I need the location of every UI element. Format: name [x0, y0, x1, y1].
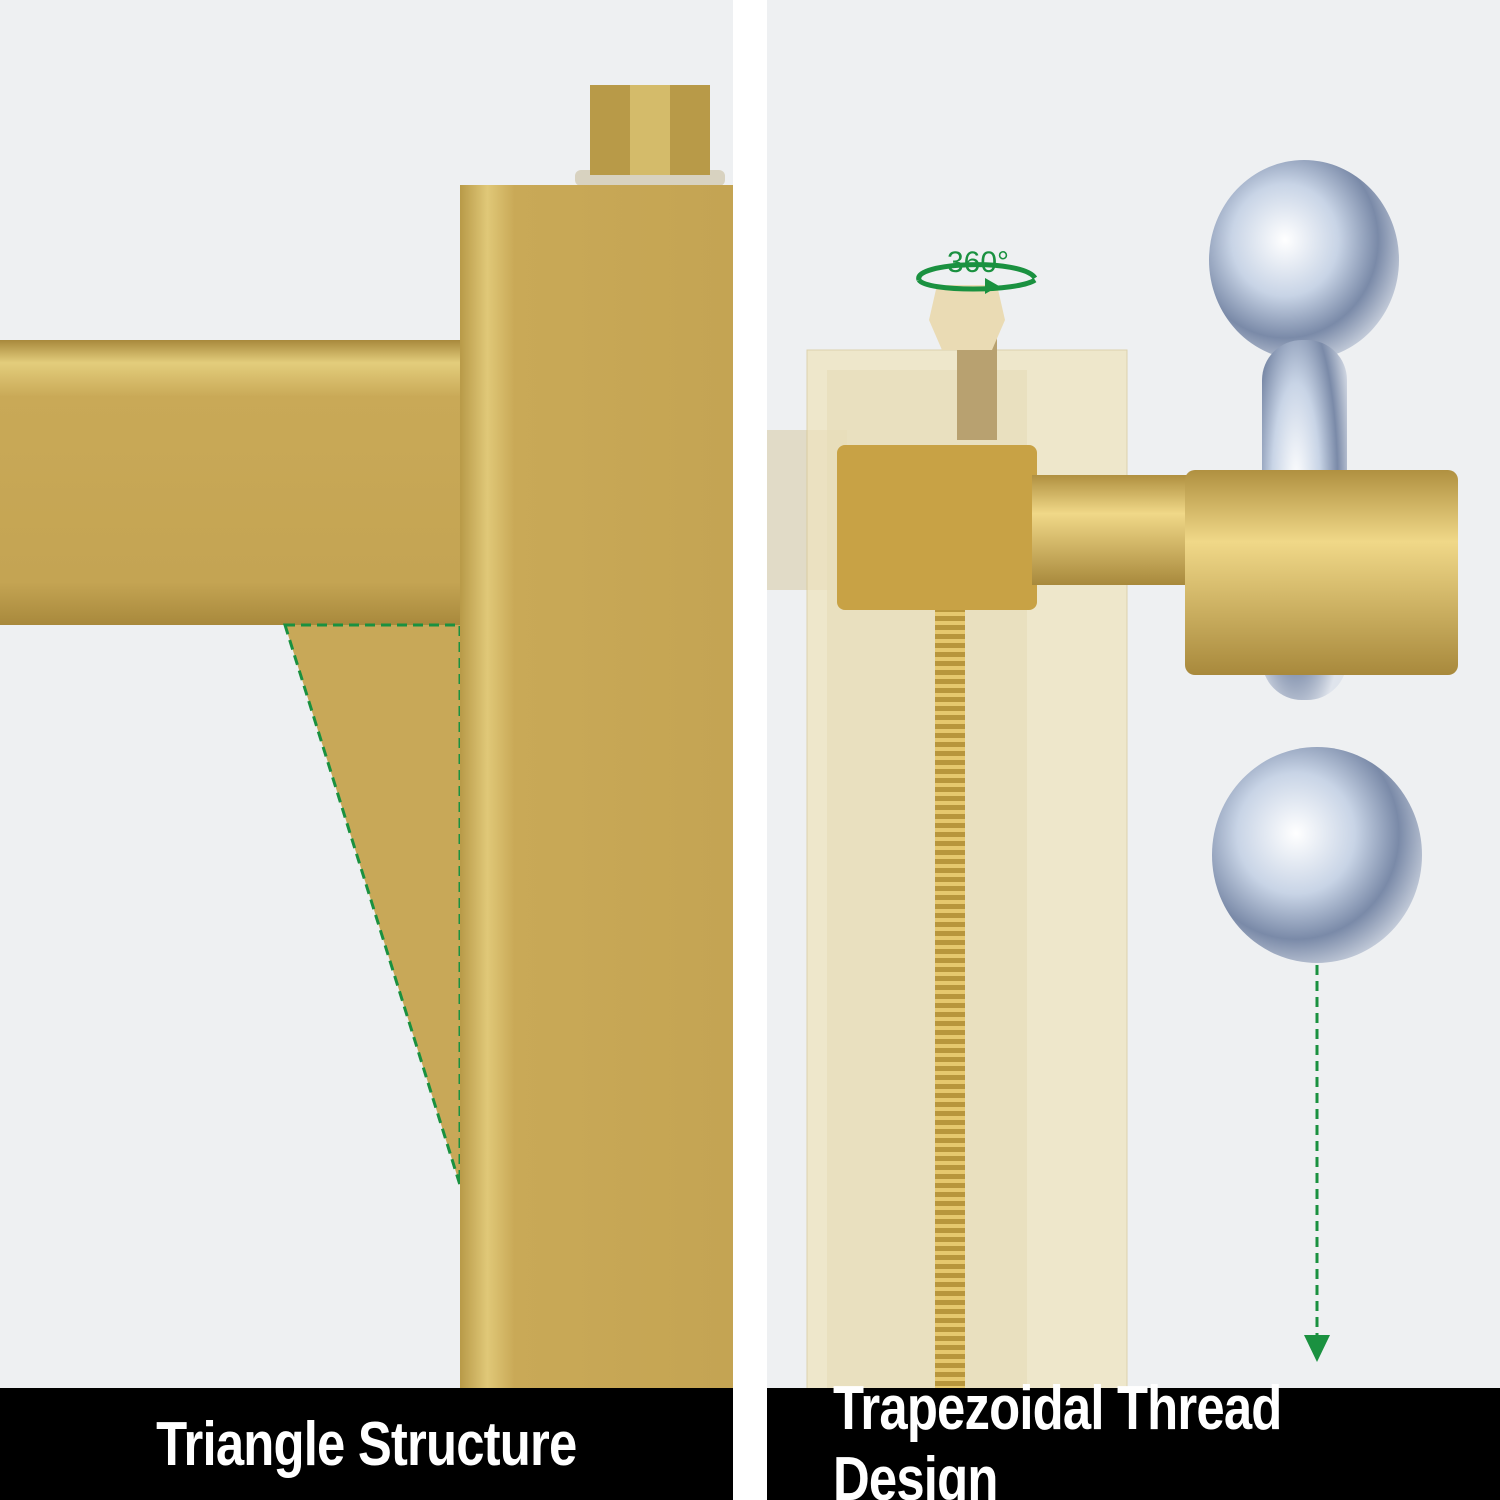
top-hitch-ball: [1209, 160, 1399, 360]
sliding-block: [837, 445, 1037, 610]
arrow-down-icon: [1304, 1335, 1330, 1362]
thread-mechanism-illustration: 360°: [767, 160, 1458, 1391]
bottom-hitch-ball: [1212, 747, 1422, 963]
left-panel-triangle-structure: Triangle Structure: [0, 0, 733, 1500]
caption-triangle-structure: Triangle Structure: [0, 1388, 733, 1500]
hex-nut-top: [929, 285, 1005, 350]
caption-trapezoidal-thread-design: Trapezoidal Thread Design: [767, 1374, 1500, 1500]
vertical-post: [460, 185, 733, 1400]
bolt-nut: [575, 85, 725, 186]
horizontal-arm: [0, 340, 470, 625]
rotation-arrow-icon: [916, 262, 1038, 294]
trapezoidal-thread-screw: [935, 600, 965, 1390]
rotation-label: 360°: [947, 246, 1009, 279]
shank-tube: [1032, 475, 1197, 585]
hitch-frame-illustration: [0, 85, 733, 1400]
ball-collar: [1185, 470, 1458, 675]
right-panel-thread-design: 360° Trapezoidal Thread Design: [767, 0, 1500, 1500]
